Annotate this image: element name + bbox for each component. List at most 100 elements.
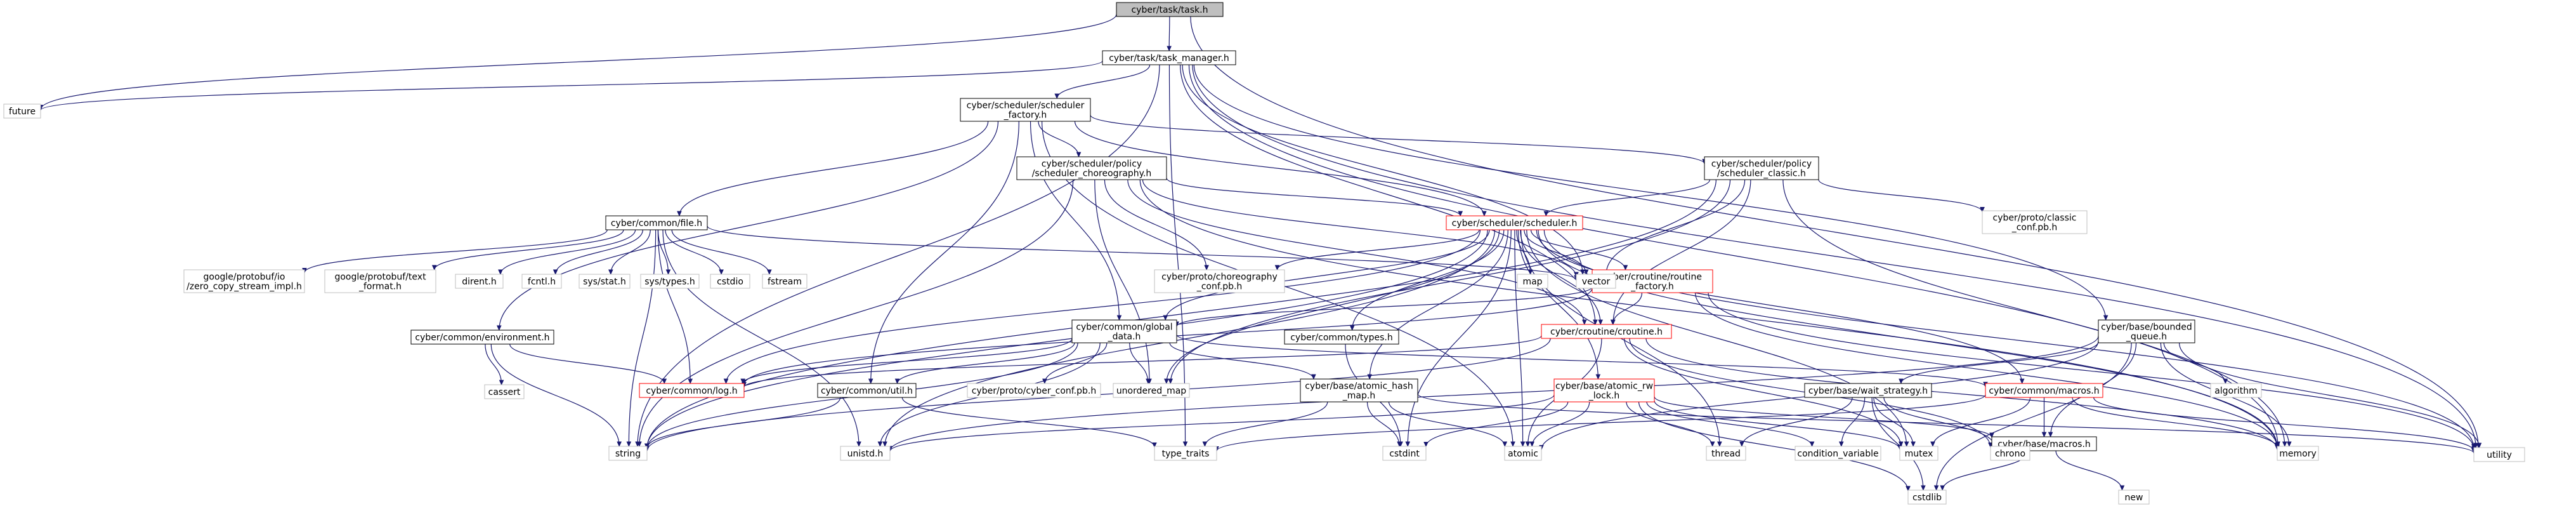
node-fstream[interactable]: fstream: [762, 274, 807, 289]
node-wait_strategy_h[interactable]: cyber/base/wait_strategy.h: [1804, 383, 1932, 398]
node-box-utility: [2473, 447, 2525, 462]
node-common_types_h[interactable]: cyber/common/types.h: [1284, 330, 1399, 345]
node-cassert[interactable]: cassert: [484, 384, 525, 399]
node-box-atomic_hash_map_h: [1300, 378, 1418, 403]
node-algorithm[interactable]: algorithm: [2210, 383, 2262, 398]
node-routine_factory_h[interactable]: cyber/croutine/routine_factory.h: [1592, 269, 1713, 293]
node-atomic_hash_map_h[interactable]: cyber/base/atomic_hash_map.h: [1300, 378, 1418, 403]
node-task_manager_h[interactable]: cyber/task/task_manager.h: [1102, 50, 1236, 65]
node-common_log_h[interactable]: cyber/common/log.h: [639, 383, 745, 398]
node-label-map: map: [1522, 277, 1542, 287]
edge-sched_factory_h-to-common_util_h: [871, 121, 1019, 383]
edge-global_data_h-to-common_log_h: [743, 338, 1073, 383]
node-future[interactable]: future: [3, 103, 41, 119]
node-label-sched_classic_h: cyber/scheduler/policy: [1711, 159, 1812, 170]
node-scheduler_h[interactable]: cyber/scheduler/scheduler.h: [1446, 215, 1583, 230]
node-box-cstdint: [1382, 446, 1427, 461]
node-cstdlib[interactable]: cstdlib: [1907, 489, 1947, 505]
edge-sched_factory_h-to-common_file_h: [679, 121, 989, 216]
node-box-common_types_h: [1284, 330, 1399, 345]
edge-routine_factory_h-to-memory: [1694, 292, 2277, 448]
node-sched_factory_h[interactable]: cyber/scheduler/scheduler_factory.h: [960, 98, 1091, 122]
node-dirent_h[interactable]: dirent.h: [455, 274, 504, 289]
node-type_traits[interactable]: type_traits: [1154, 446, 1217, 461]
node-common_util_h[interactable]: cyber/common/util.h: [817, 383, 917, 398]
node-box-sched_classic_h: [1704, 156, 1819, 180]
node-task_h[interactable]: cyber/task/task.h: [1116, 2, 1224, 17]
node-new[interactable]: new: [2118, 489, 2150, 505]
node-common_macros_h[interactable]: cyber/common/macros.h: [1985, 383, 2103, 398]
node-utility[interactable]: utility: [2473, 447, 2525, 462]
node-box-chrono: [1990, 446, 2030, 461]
node-box-algorithm: [2210, 383, 2262, 398]
node-label-global_data_h: cyber/common/global: [1076, 323, 1172, 333]
node-text_format_h[interactable]: google/protobuf/text_format.h: [324, 269, 436, 293]
node-common_file_h[interactable]: cyber/common/file.h: [605, 215, 708, 230]
node-label-task_h: cyber/task/task.h: [1132, 5, 1208, 15]
node-box-sched_factory_h: [960, 98, 1091, 122]
node-box-cassert: [484, 384, 525, 399]
node-box-task_h: [1116, 2, 1224, 17]
edge-croutine_h-to-mutex: [1624, 338, 1901, 446]
edge-scheduler_h-to-unistd_h: [885, 229, 1496, 446]
node-string[interactable]: string: [608, 446, 648, 461]
edge-atomic_rw_lock_h-to-condition_variable: [1646, 401, 1812, 446]
node-unistd_h[interactable]: unistd.h: [840, 446, 891, 461]
node-label-thread: thread: [1711, 449, 1741, 459]
edge-wait_strategy_h-to-chrono: [1883, 397, 1994, 446]
node-box-task_manager_h: [1102, 50, 1236, 65]
node-cstdint[interactable]: cstdint: [1382, 446, 1427, 461]
node-label-zero_copy_h: /zero_copy_stream_impl.h: [186, 282, 302, 292]
node-common_environment_h[interactable]: cyber/common/environment.h: [410, 330, 554, 345]
node-map[interactable]: map: [1517, 274, 1548, 289]
node-label-cyber_conf_pb_h: cyber/proto/cyber_conf.pb.h: [972, 386, 1096, 396]
node-box-memory: [2277, 446, 2319, 461]
edge-bounded_queue_h-to-cstdlib: [1937, 342, 2132, 490]
edge-common_environment_h-to-cassert: [485, 343, 502, 385]
node-mutex[interactable]: mutex: [1899, 446, 1939, 461]
edge-scheduler_h-to-atomic: [1514, 229, 1523, 446]
node-thread[interactable]: thread: [1706, 446, 1746, 461]
node-bounded_queue_h[interactable]: cyber/base/bounded_queue.h: [2098, 319, 2195, 343]
node-unordered_map[interactable]: unordered_map: [1113, 383, 1190, 398]
node-label-fcntl_h: fcntl.h: [528, 277, 556, 287]
edge-task_manager_h-to-memory: [1188, 64, 2278, 446]
node-classic_conf_pb_h[interactable]: cyber/proto/classic_conf.pb.h: [1982, 210, 2088, 234]
node-cyber_conf_pb_h[interactable]: cyber/proto/cyber_conf.pb.h: [967, 383, 1101, 398]
node-label-sched_factory_h: _factory.h: [1004, 110, 1047, 121]
node-chrono[interactable]: chrono: [1990, 446, 2030, 461]
node-zero_copy_h[interactable]: google/protobuf/io/zero_copy_stream_impl…: [183, 269, 305, 293]
node-box-type_traits: [1154, 446, 1217, 461]
node-sched_chor_h[interactable]: cyber/scheduler/policy/scheduler_choreog…: [1016, 156, 1167, 180]
node-label-vector: vector: [1582, 277, 1611, 287]
edge-sched_factory_h-to-sched_classic_h: [1090, 114, 1704, 164]
edge-common_file_h-to-sys_stat_h: [611, 229, 651, 274]
edge-task_manager_h-to-type_traits: [1168, 64, 1185, 446]
node-box-mutex: [1899, 446, 1939, 461]
node-sys_stat_h[interactable]: sys/stat.h: [579, 274, 631, 289]
node-vector[interactable]: vector: [1576, 274, 1616, 289]
edge-wait_strategy_h-to-condition_variable: [1841, 397, 1866, 446]
node-atomic_rw_lock_h[interactable]: cyber/base/atomic_rw_lock.h: [1553, 378, 1655, 403]
node-label-cstdlib: cstdlib: [1912, 493, 1942, 503]
node-sys_types_h[interactable]: sys/types.h: [640, 274, 700, 289]
edge-wait_strategy_h-to-thread: [1742, 397, 1853, 446]
node-label-routine_factory_h: cyber/croutine/routine: [1603, 272, 1702, 283]
node-label-text_format_h: google/protobuf/text: [334, 272, 426, 283]
node-fcntl_h[interactable]: fcntl.h: [521, 274, 562, 289]
edge-routine_factory_h-to-global_data_h: [1177, 286, 1593, 326]
node-atomic[interactable]: atomic: [1504, 446, 1542, 461]
edge-sched_classic_h-to-vector: [1606, 179, 1746, 274]
edge-task_h-to-task_manager_h: [1169, 16, 1170, 51]
edge-sched_chor_h-to-scheduler_h: [1166, 177, 1460, 216]
node-condition_variable[interactable]: condition_variable: [1795, 446, 1881, 461]
node-chor_conf_pb_h[interactable]: cyber/proto/choreography_conf.pb.h: [1154, 269, 1285, 293]
node-label-routine_factory_h: _factory.h: [1630, 282, 1674, 292]
node-label-sched_chor_h: /scheduler_choreography.h: [1032, 169, 1152, 179]
node-cstdio[interactable]: cstdio: [710, 274, 750, 289]
node-memory[interactable]: memory: [2277, 446, 2319, 461]
node-global_data_h[interactable]: cyber/common/global_data.h: [1071, 319, 1177, 343]
node-sched_classic_h[interactable]: cyber/scheduler/policy/scheduler_classic…: [1704, 156, 1819, 180]
node-croutine_h[interactable]: cyber/croutine/croutine.h: [1541, 324, 1672, 339]
